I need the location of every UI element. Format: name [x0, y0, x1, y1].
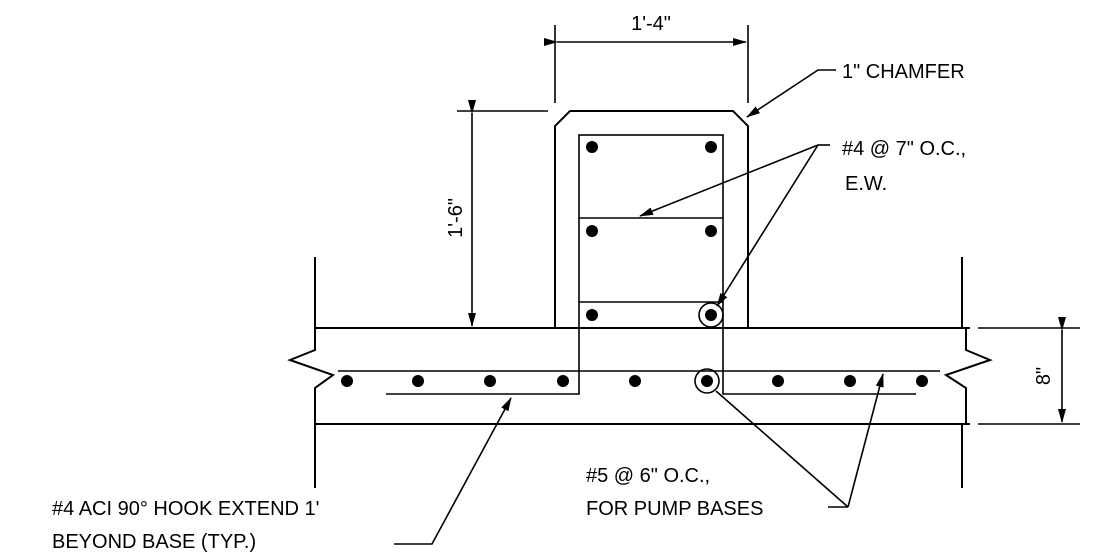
pedestal-tie [578, 134, 724, 329]
hook-label-line1: #4 ACI 90° HOOK EXTEND 1' [52, 498, 319, 520]
slab-bars-label-line2: FOR PUMP BASES [586, 498, 763, 520]
slab-bar-callout-circle [694, 368, 720, 394]
dowel-hook-bar-left [386, 328, 580, 395]
hook-label-line2: BEYOND BASE (TYP.) [52, 531, 256, 553]
dimension-pedestal-height [457, 100, 548, 327]
chamfer-label: 1" CHAMFER [842, 61, 965, 83]
slab-bars-leader [715, 373, 884, 508]
pedestal-height-label: 1'-6" [445, 198, 467, 238]
slab-bars-label-line1: #5 @ 6" O.C., [586, 465, 710, 487]
dowel-hook-bar-right [722, 328, 916, 395]
slab-outline [287, 257, 993, 488]
slab-thickness-label: 8" [1033, 367, 1055, 385]
pedestal-vertical-bars [586, 141, 717, 321]
ties-leader [639, 144, 830, 307]
pedestal-width-label: 1'-4" [631, 13, 671, 35]
ties-label-line1: #4 @ 7" O.C., [842, 138, 966, 160]
chamfer-leader [746, 69, 836, 118]
slab-bars [341, 375, 928, 387]
ties-label-line2: E.W. [845, 173, 887, 195]
dimension-slab-thickness [978, 317, 1080, 425]
dimension-pedestal-width [544, 25, 749, 103]
pedestal-outline [554, 110, 749, 328]
hook-bar-leader [394, 397, 512, 545]
